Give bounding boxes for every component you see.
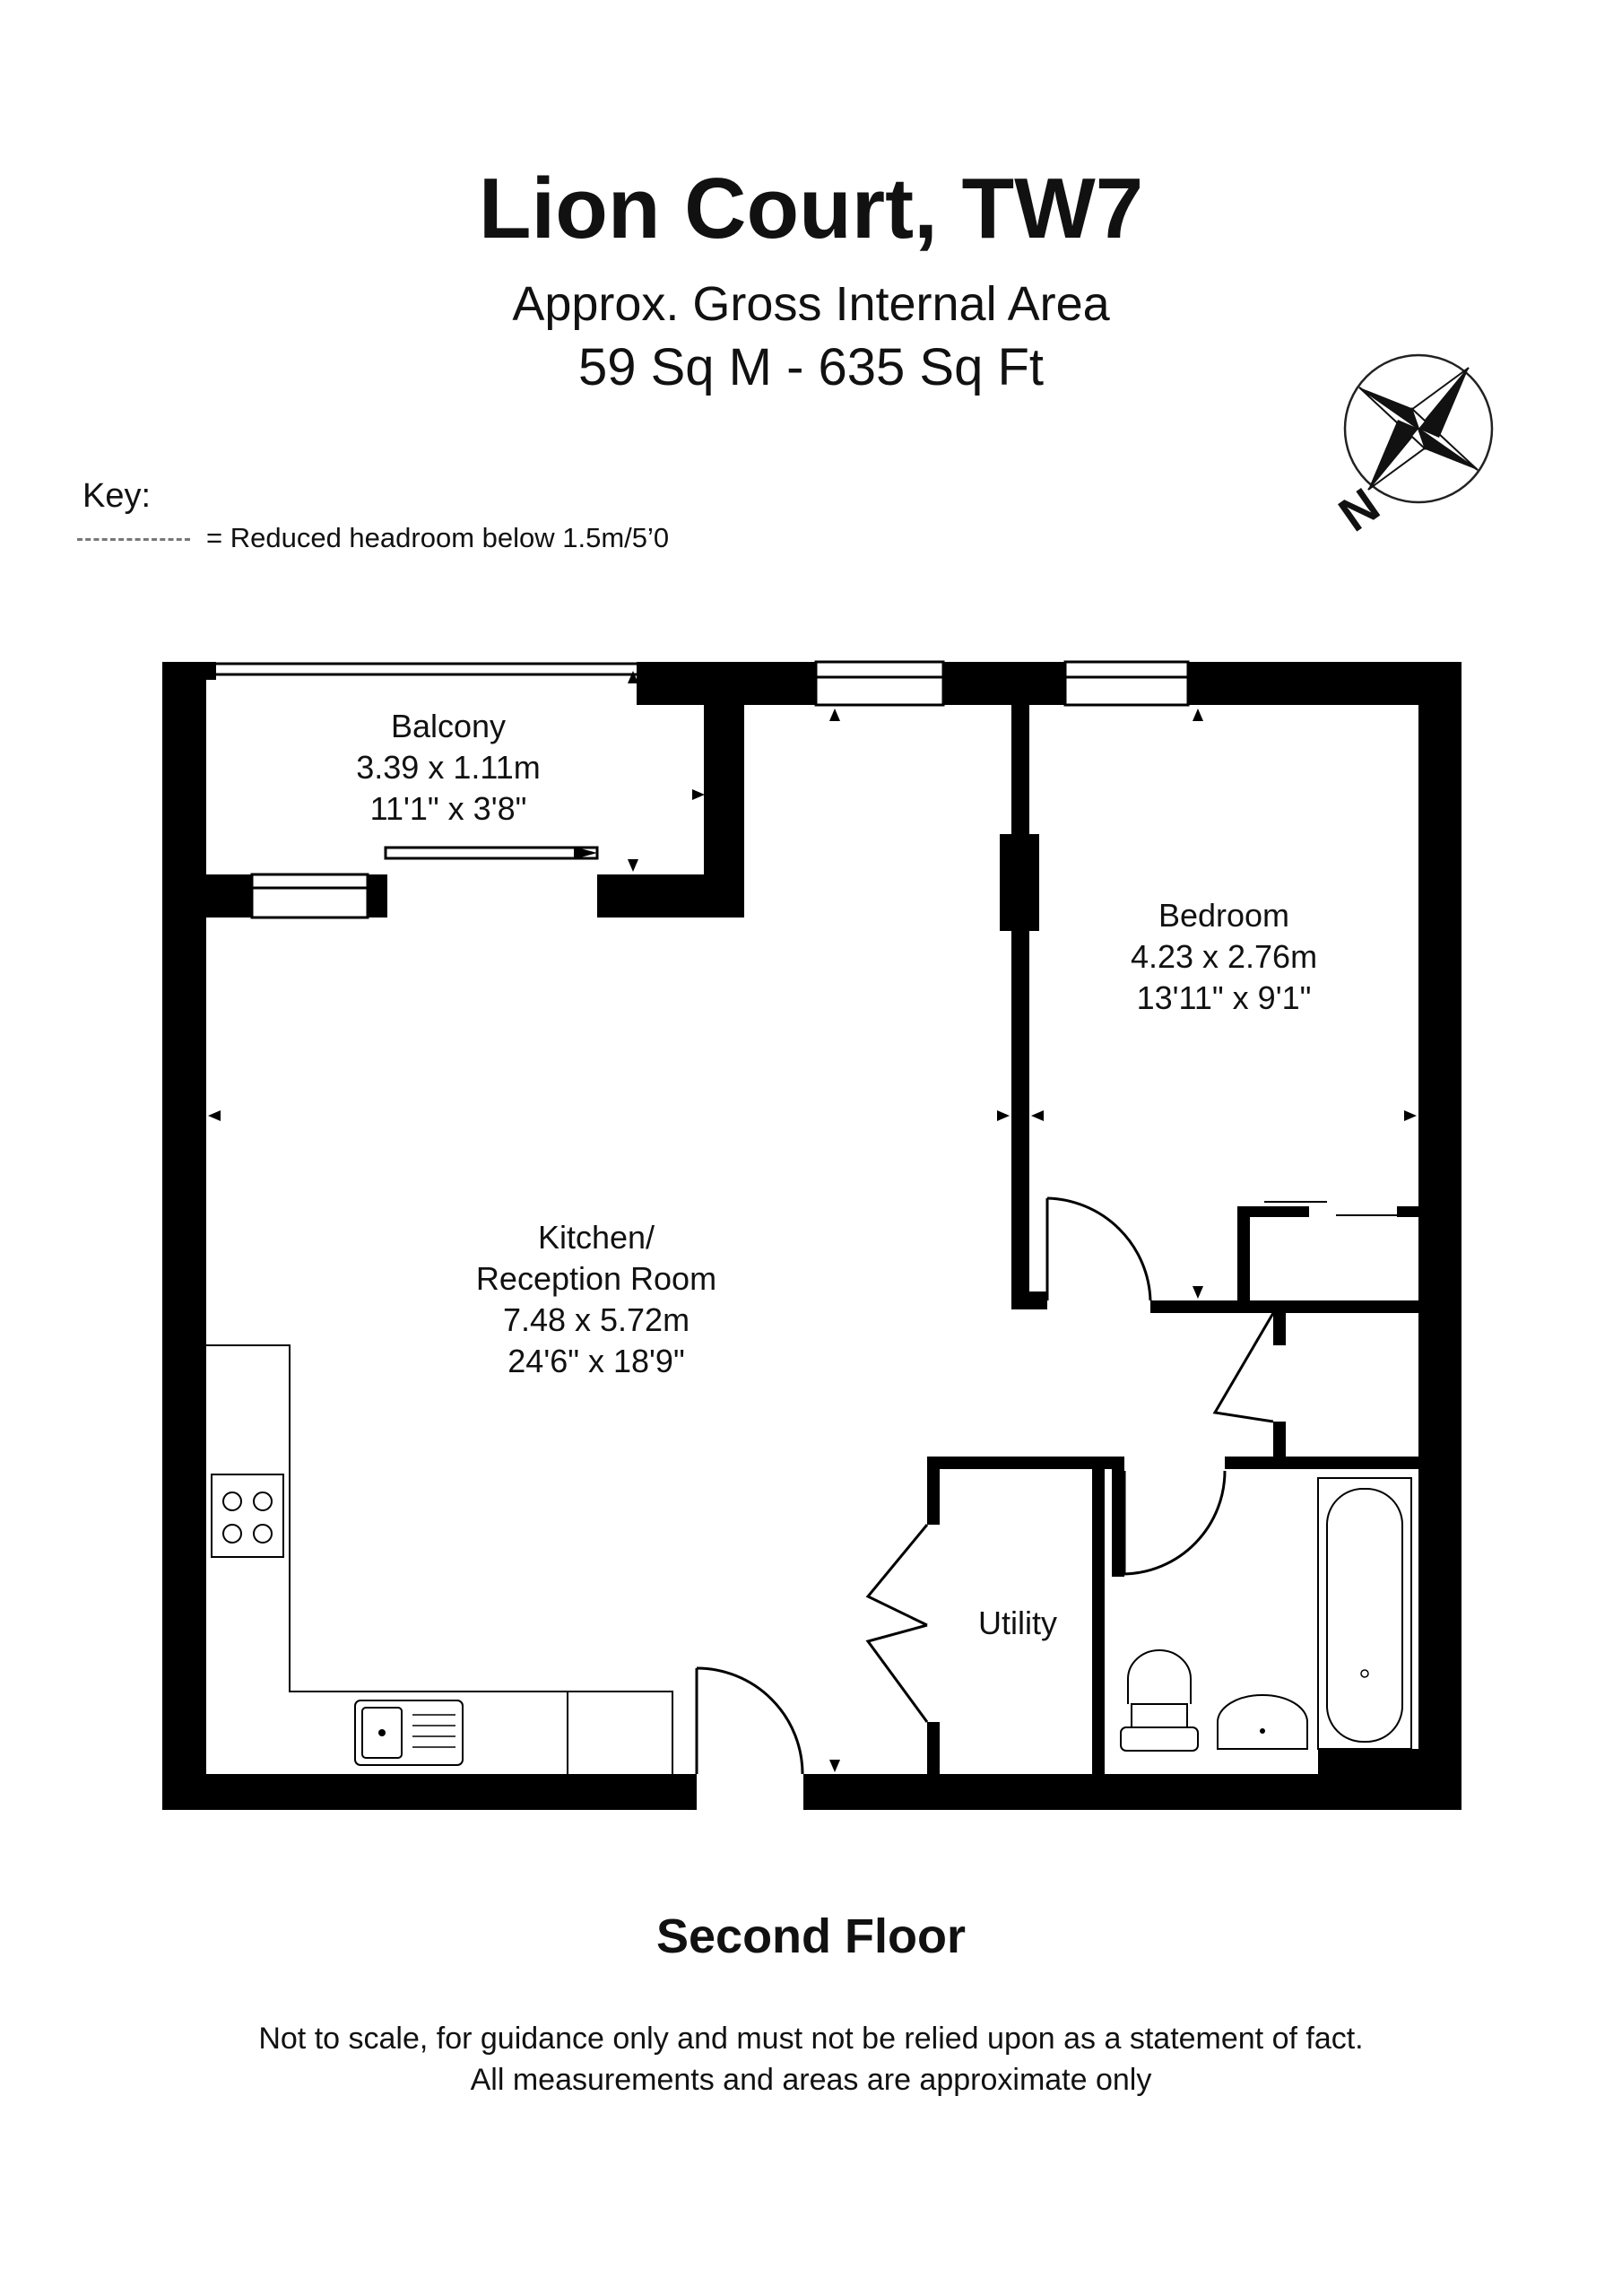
utility-name: Utility bbox=[978, 1605, 1057, 1641]
balcony-imperial: 11'1" x 3'8" bbox=[370, 790, 527, 827]
bathtub-icon bbox=[1317, 1477, 1412, 1750]
key-reduced-headroom-label: = Reduced headroom below 1.5m/5’0 bbox=[206, 522, 670, 553]
sink-icon bbox=[354, 1700, 464, 1766]
reduced-headroom-line-icon bbox=[77, 538, 190, 541]
walls bbox=[162, 662, 1462, 1810]
doors bbox=[695, 1196, 1275, 1775]
windows bbox=[814, 660, 1190, 707]
toilet-icon bbox=[1120, 1649, 1199, 1752]
bedroom-metric: 4.23 x 2.76m bbox=[1131, 938, 1317, 975]
kitchen-name-line2: Reception Room bbox=[476, 1260, 716, 1297]
bedroom-imperial: 13'11" x 9'1" bbox=[1137, 979, 1312, 1016]
kitchen-counter bbox=[206, 1344, 673, 1774]
dimension-arrows bbox=[181, 671, 1417, 1772]
disclaimer-line2: All measurements and areas are approxima… bbox=[470, 2063, 1152, 2097]
balcony-outline bbox=[177, 662, 637, 919]
area-value: 59 Sq M - 635 Sq Ft bbox=[577, 338, 1045, 396]
plan-title: Lion Court, TW7 bbox=[478, 161, 1144, 257]
area-label: Approx. Gross Internal Area bbox=[512, 277, 1110, 331]
balcony-name: Balcony bbox=[391, 708, 506, 744]
wardrobe bbox=[1264, 1201, 1399, 1216]
bedroom-name: Bedroom bbox=[1158, 897, 1289, 934]
kitchen-name-line1: Kitchen/ bbox=[538, 1219, 655, 1256]
basin-icon bbox=[1217, 1694, 1308, 1750]
sliding-door-arrow-icon bbox=[574, 847, 597, 859]
floor-label: Second Floor bbox=[655, 1909, 966, 1963]
compass-north-label: N bbox=[1330, 478, 1389, 543]
hob-icon bbox=[211, 1474, 284, 1558]
kitchen-imperial: 24'6" x 18'9" bbox=[507, 1343, 684, 1379]
compass-rose-icon bbox=[1343, 353, 1494, 504]
balcony-metric: 3.39 x 1.11m bbox=[356, 749, 540, 786]
disclaimer-line1: Not to scale, for guidance only and must… bbox=[258, 2022, 1364, 2056]
kitchen-metric: 7.48 x 5.72m bbox=[503, 1301, 690, 1338]
key-title: Key: bbox=[82, 477, 152, 515]
